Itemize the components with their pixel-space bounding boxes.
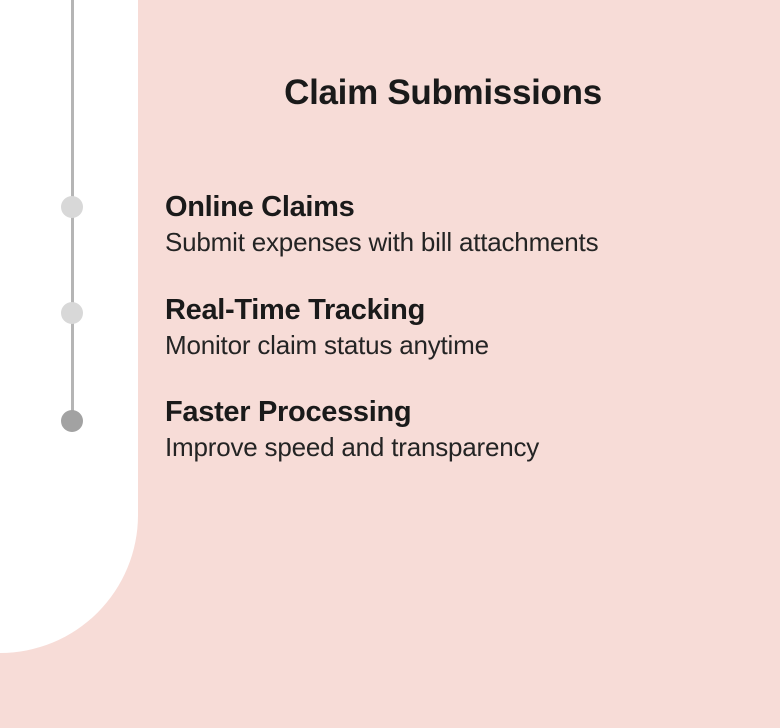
page-title: Claim Submissions (284, 73, 602, 113)
left-panel (0, 0, 138, 653)
timeline-item: Faster Processing Improve speed and tran… (165, 396, 725, 464)
timeline-item: Online Claims Submit expenses with bill … (165, 191, 725, 259)
timeline-dot (61, 302, 83, 324)
item-heading: Faster Processing (165, 396, 412, 428)
timeline-dot (61, 196, 83, 218)
timeline-item: Real-Time Tracking Monitor claim status … (165, 294, 725, 362)
item-description: Monitor claim status anytime (165, 330, 489, 361)
item-heading: Real-Time Tracking (165, 294, 426, 326)
timeline-dot (61, 410, 83, 432)
item-description: Submit expenses with bill attachments (165, 227, 599, 258)
item-description: Improve speed and transparency (165, 432, 540, 463)
item-heading: Online Claims (165, 191, 355, 223)
